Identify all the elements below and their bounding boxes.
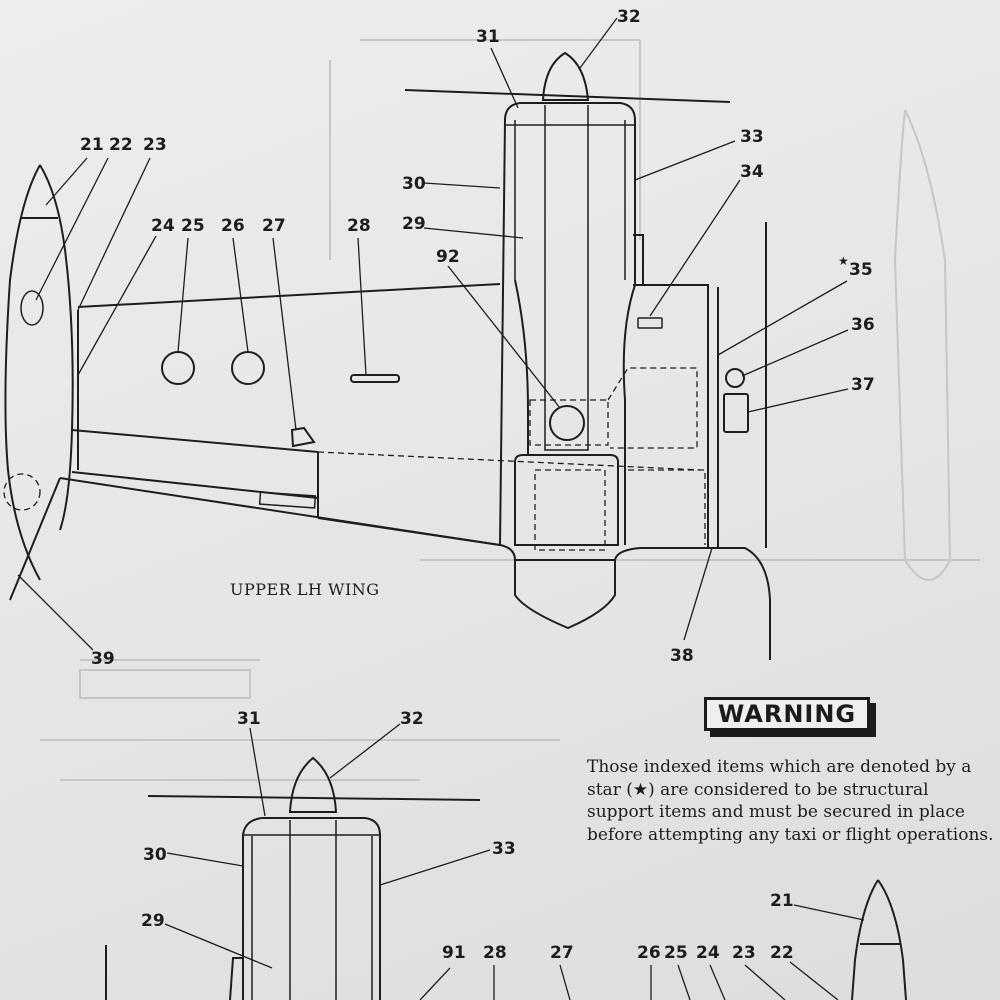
callout-lower-31: 31 [237,709,261,729]
callout-lower-24: 24 [696,943,720,963]
bleed-through-ghost [40,39,980,781]
callout-lower-25: 25 [664,943,688,963]
callout-upper-31: 31 [476,27,500,47]
upper-wing-drawing [3,51,771,660]
callout-upper-27: 27 [262,216,286,236]
callout-lower-27: 27 [550,943,574,963]
upper-leader-lines [17,17,849,651]
warning-text: Those indexed items which are denoted by… [587,757,994,845]
callout-lower-32: 32 [400,709,424,729]
callout-upper-29: 29 [402,214,426,234]
upper-wing-caption: UPPER LH WING [230,580,380,599]
callout-upper-36: 36 [851,315,875,335]
callout-lower-22: 22 [770,943,794,963]
callout-upper-38: 38 [670,646,694,666]
callout-upper-26: 26 [221,216,245,236]
callout-lower-91: 91 [442,943,466,963]
callout-upper-37: 37 [851,375,875,395]
callout-upper-23: 23 [143,135,167,155]
lower-wing-drawing [105,756,907,1000]
callout-lower-28: 28 [483,943,507,963]
callout-lower-26: 26 [637,943,661,963]
callout-upper-34: 34 [740,162,764,182]
callout-upper-33: 33 [740,127,764,147]
callout-upper-30: 30 [402,174,426,194]
callout-upper-21: 21 [80,135,104,155]
callout-upper-32: 32 [617,7,641,27]
callout-upper-35-star: ★ [838,254,849,268]
callout-lower-21: 21 [770,891,794,911]
callout-upper-25: 25 [181,216,205,236]
warning-badge: WARNING [704,697,870,731]
callout-upper-24: 24 [151,216,175,236]
callout-upper-22: 22 [109,135,133,155]
callout-upper-28: 28 [347,216,371,236]
callout-upper-35: 35 [849,260,873,280]
callout-lower-30: 30 [143,845,167,865]
callout-upper-92: 92 [436,247,460,267]
callout-lower-29: 29 [141,911,165,931]
callout-lower-33: 33 [492,839,516,859]
callout-upper-39: 39 [91,649,115,669]
upper-callouts: 21 22 23 24 25 26 27 28 29 30 31 32 33 3… [80,7,875,669]
callout-lower-23: 23 [732,943,756,963]
lower-leader-lines [164,723,865,1000]
lower-callouts: 31 32 30 33 29 91 28 27 26 25 24 23 22 2… [141,709,794,963]
